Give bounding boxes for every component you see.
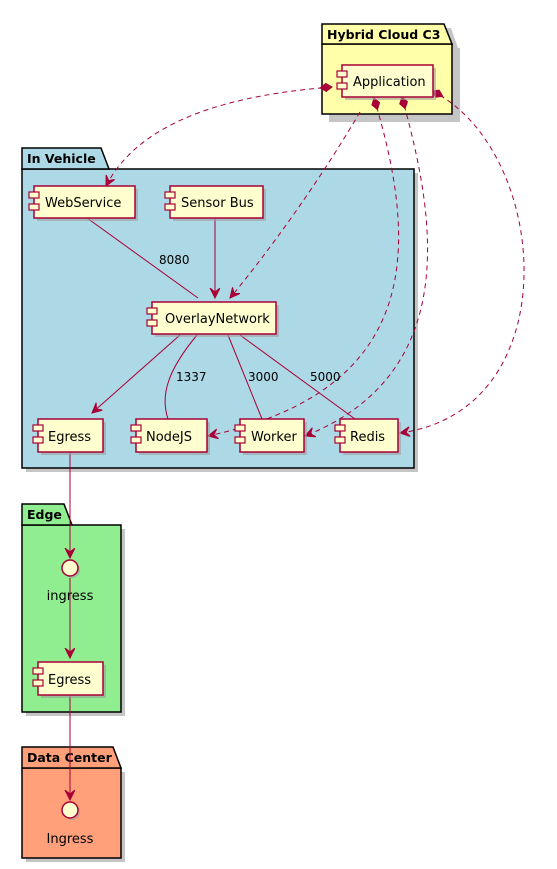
package-vehicle-tab [21, 147, 111, 170]
component-sensorbus-label: Sensor Bus [181, 196, 254, 211]
edge-overlay-egress [92, 334, 181, 413]
edge-app-webservice [106, 87, 332, 186]
component-nodejs-label: NodeJS [146, 430, 192, 445]
package-vehicle-title: In Vehicle [27, 151, 96, 166]
component-nodejs[interactable]: NodeJS [130, 418, 210, 455]
interface-ingress-edge-label: ingress [47, 589, 94, 604]
edge-label-5000: 5000 [310, 370, 341, 384]
edge-label-1337: 1337 [176, 370, 207, 384]
component-redis[interactable]: Redis [334, 418, 401, 455]
component-overlay-label: OverlayNetwork [165, 312, 270, 327]
interface-ingress-dc[interactable]: Ingress [47, 801, 94, 847]
component-egress-edge[interactable]: Egress [32, 661, 106, 698]
component-egress-vehicle[interactable]: Egress [32, 418, 106, 455]
package-edge-tab [21, 503, 74, 526]
component-egress-vehicle-label: Egress [48, 430, 91, 445]
component-sensor-bus[interactable]: Sensor Bus [164, 185, 266, 221]
component-egress-edge-label: Egress [48, 673, 91, 688]
edge-webservice-overlay [86, 217, 199, 299]
edges-dashed [106, 87, 525, 436]
package-hybrid-tab [321, 23, 454, 45]
edge-label-8080: 8080 [159, 253, 190, 267]
component-overlay-network[interactable]: OverlayNetwork [146, 301, 279, 337]
component-application-label: Application [353, 75, 426, 90]
component-webservice[interactable]: WebService [28, 185, 138, 221]
component-webservice-label: WebService [45, 196, 121, 211]
component-worker-label: Worker [251, 430, 297, 445]
package-hybrid-title: Hybrid Cloud C3 [327, 27, 440, 42]
component-worker[interactable]: Worker [234, 418, 307, 455]
package-datacenter-tab [21, 746, 123, 769]
interface-ingress-dc-label: Ingress [47, 832, 94, 847]
edge-overlay-nodejs [164, 334, 198, 420]
interface-ingress-edge[interactable]: ingress [47, 559, 94, 604]
edge-app-redis [400, 91, 525, 433]
component-application[interactable]: Application [336, 64, 436, 100]
package-edge-title: Edge [27, 507, 62, 522]
edge-label-3000: 3000 [248, 370, 279, 384]
component-redis-label: Redis [350, 430, 385, 445]
